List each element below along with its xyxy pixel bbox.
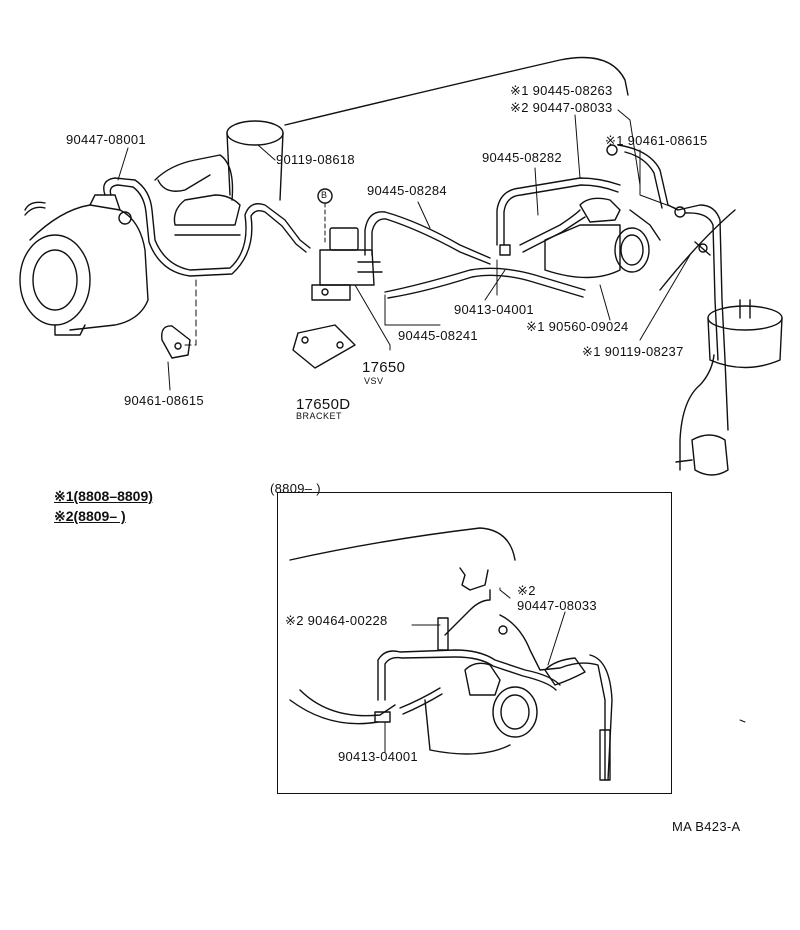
inset-part-label-90447-08033: 90447-08033: [517, 598, 597, 613]
part-label-90445-08284: 90445-08284: [367, 183, 447, 198]
bracket-caption: BRACKET: [296, 411, 343, 421]
hose-left: [103, 177, 311, 277]
part-label-17650d: 17650D: [296, 396, 351, 413]
bracket-17650d: [292, 324, 356, 369]
part-label-90445-08282: 90445-08282: [482, 150, 562, 165]
part-label-90119-08237: ※1 90119-08237: [582, 344, 684, 359]
part-label-90461-08615-right: ※1 90461-08615: [605, 133, 708, 148]
part-label-90445-08241: 90445-08241: [398, 328, 478, 343]
part-label-90447-08033-top: ※2 90447-08033: [510, 100, 613, 115]
part-label-17650: 17650: [362, 359, 406, 376]
filler-housing: [154, 120, 284, 236]
throttle-body: [544, 197, 661, 279]
part-label-90119-08618: 90119-08618: [276, 152, 355, 167]
legend-note-2: ※2(8809– ): [54, 509, 126, 523]
alternator: [19, 194, 149, 336]
inset-part-label-90413-04001: 90413-04001: [338, 749, 418, 764]
inset-title: (8809– ): [270, 481, 321, 496]
vsv-caption: VSV: [364, 376, 384, 386]
vsv-unit: [311, 227, 383, 301]
part-label-90461-08615-left: 90461-08615: [124, 393, 204, 408]
hoses-right: [606, 144, 729, 431]
inset-part-label-90464-00228: ※2 90464-00228: [285, 613, 388, 628]
callout-b: B: [321, 190, 328, 200]
canister: [675, 299, 783, 476]
leader-lines: [117, 109, 746, 723]
legend-note-2-text: ※2(8809– ): [54, 508, 126, 524]
hoses-center: [364, 177, 621, 299]
inset-frame: [277, 492, 672, 794]
legend-note-1-text: ※1(8808–8809): [54, 488, 153, 504]
diagram-code: MA B423-A: [672, 819, 741, 834]
part-label-90445-08263: ※1 90445-08263: [510, 83, 613, 98]
inset-mark-2: ※2: [517, 583, 536, 598]
inset-drawing: [289, 527, 613, 781]
clamp-left: [161, 325, 191, 359]
part-label-90447-08001: 90447-08001: [66, 132, 146, 147]
part-label-90560-09024: ※1 90560-09024: [526, 319, 629, 334]
legend-note-1: ※1(8808–8809): [54, 489, 153, 503]
engine-outline: [284, 56, 736, 471]
part-label-90413-04001: 90413-04001: [454, 302, 534, 317]
inset-leaders: [384, 587, 566, 753]
